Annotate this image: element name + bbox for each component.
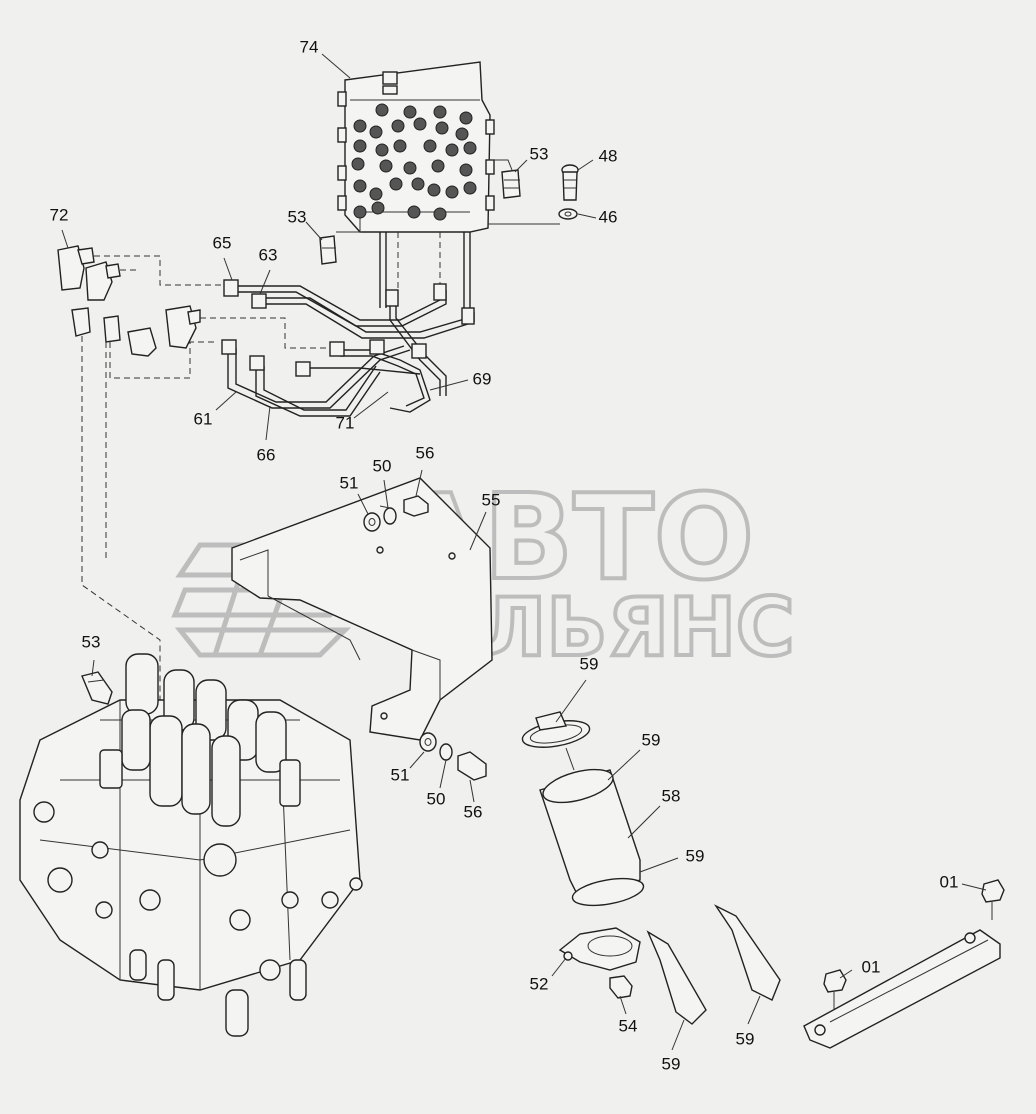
callout-58: 58 bbox=[662, 786, 681, 805]
callout-63: 63 bbox=[259, 245, 278, 264]
callout-50-lower: 50 bbox=[427, 789, 446, 808]
callout-72: 72 bbox=[50, 205, 69, 224]
bolt-01-right bbox=[981, 879, 1005, 920]
callout-65: 65 bbox=[213, 233, 232, 252]
clamp-52 bbox=[558, 927, 641, 971]
callout-01-right: 01 bbox=[940, 872, 959, 891]
callout-59-tie-right: 59 bbox=[736, 1029, 755, 1048]
callout-51-upper: 51 bbox=[340, 473, 359, 492]
fasteners-lower bbox=[419, 732, 487, 781]
control-valve bbox=[19, 653, 363, 1037]
callout-56-upper: 56 bbox=[416, 443, 435, 462]
callout-71: 71 bbox=[336, 413, 355, 432]
callout-69: 69 bbox=[473, 369, 492, 388]
callout-59-boot-top: 59 bbox=[642, 730, 661, 749]
leader-lines bbox=[61, 53, 987, 1051]
callout-50-upper: 50 bbox=[373, 456, 392, 475]
callout-56-lower: 56 bbox=[464, 802, 483, 821]
callout-labels: 74 53 48 46 53 72 65 63 61 66 71 69 51 5… bbox=[50, 37, 959, 1073]
pilot-valve-ports bbox=[351, 103, 477, 221]
callout-52: 52 bbox=[530, 974, 549, 993]
valve-legs bbox=[129, 949, 307, 1037]
fitting-53-right bbox=[488, 159, 521, 199]
callout-55: 55 bbox=[482, 490, 501, 509]
callout-51-lower: 51 bbox=[391, 765, 410, 784]
bolt-54 bbox=[609, 975, 633, 999]
cable-ties-59 bbox=[646, 904, 781, 1025]
hose-end-fittings bbox=[221, 279, 475, 377]
fitting-53-left bbox=[319, 231, 362, 265]
bolt-01-left bbox=[823, 969, 847, 1010]
block-side-lugs bbox=[337, 91, 495, 211]
fitting-53-valve bbox=[81, 671, 113, 705]
callout-74: 74 bbox=[300, 37, 319, 56]
callout-59-boot-bottom: 59 bbox=[686, 846, 705, 865]
elbow-fittings-72 bbox=[57, 245, 201, 357]
callout-61: 61 bbox=[194, 409, 213, 428]
callout-59-tie-left: 59 bbox=[662, 1054, 681, 1073]
callout-53-block-right: 53 bbox=[530, 144, 549, 163]
pilot-hoses bbox=[227, 232, 475, 417]
callout-59-top: 59 bbox=[580, 654, 599, 673]
callout-48: 48 bbox=[599, 146, 618, 165]
callout-66: 66 bbox=[257, 445, 276, 464]
bracket-55 bbox=[231, 477, 493, 741]
callout-46: 46 bbox=[599, 207, 618, 226]
bolt-48 bbox=[561, 164, 579, 201]
clamp-59-top bbox=[521, 711, 591, 771]
washer-46 bbox=[488, 208, 578, 225]
fasteners-upper bbox=[363, 495, 429, 532]
valve-ports bbox=[33, 801, 363, 981]
mounting-plate bbox=[803, 929, 1001, 1049]
callout-53-valve: 53 bbox=[82, 632, 101, 651]
callout-01-left: 01 bbox=[862, 957, 881, 976]
valve-spools bbox=[121, 653, 287, 827]
callout-54: 54 bbox=[619, 1016, 638, 1035]
boot-58 bbox=[539, 768, 645, 907]
callout-53-block-left: 53 bbox=[288, 207, 307, 226]
pilot-valve-block bbox=[337, 61, 495, 233]
